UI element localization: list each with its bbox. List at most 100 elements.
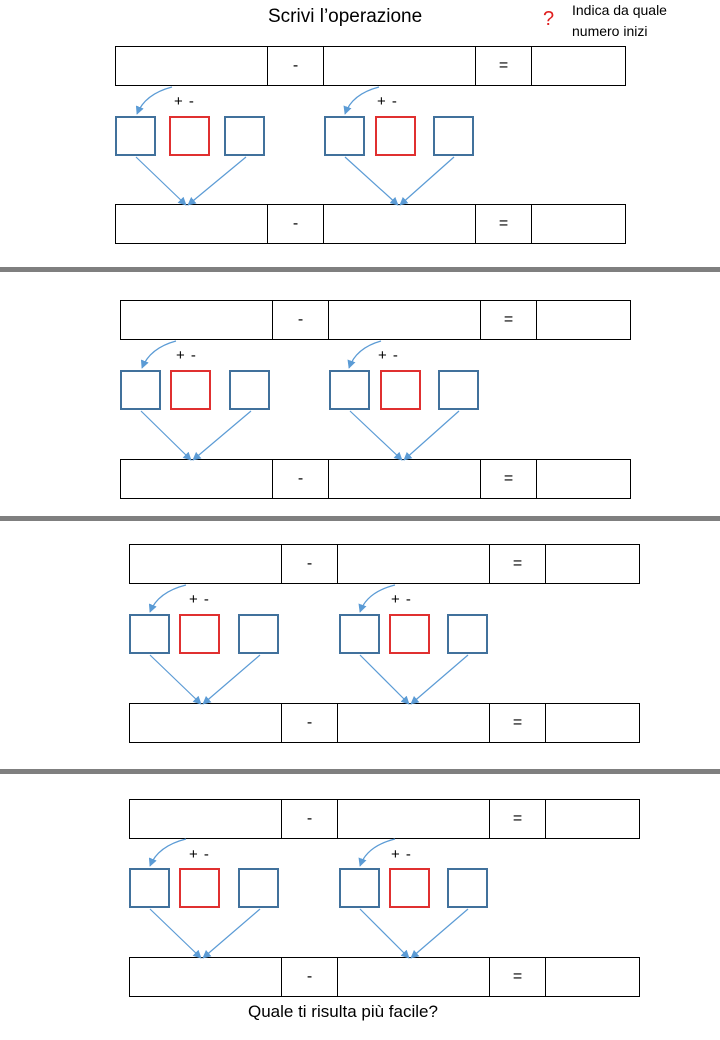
result-field[interactable] [546, 958, 639, 996]
converge-arrow [187, 156, 247, 206]
curved-arrow [343, 86, 380, 115]
bottom-operation-row: - = [115, 204, 626, 244]
section-divider [0, 267, 720, 272]
converge-arrow [192, 410, 252, 461]
top-operation-row: - = [115, 46, 626, 86]
second-number-field[interactable] [338, 800, 490, 838]
bottom-operation-row: - = [129, 957, 640, 997]
plus-minus-label: + - [377, 93, 398, 110]
right-box[interactable] [229, 370, 270, 410]
second-number-field[interactable] [324, 47, 476, 85]
first-number-field[interactable] [116, 205, 268, 243]
middle-box[interactable] [380, 370, 421, 410]
left-box[interactable] [129, 868, 170, 908]
result-field[interactable] [532, 205, 625, 243]
plus-minus-label: + - [391, 846, 412, 863]
equals-sign: = [490, 958, 546, 996]
equals-sign: = [481, 301, 537, 339]
curved-arrow [140, 340, 177, 369]
second-number-field[interactable] [329, 460, 481, 498]
equals-sign: = [490, 545, 546, 583]
right-box[interactable] [238, 868, 279, 908]
converge-arrow [403, 410, 460, 461]
left-box[interactable] [329, 370, 370, 410]
curved-arrow [135, 86, 173, 115]
middle-box[interactable] [375, 116, 416, 156]
converge-arrow [344, 156, 399, 206]
plus-minus-label: + - [176, 347, 197, 364]
minus-sign: - [282, 958, 338, 996]
first-number-field[interactable] [130, 800, 282, 838]
left-box[interactable] [120, 370, 161, 410]
result-field[interactable] [532, 47, 625, 85]
first-number-field[interactable] [116, 47, 268, 85]
section-divider [0, 516, 720, 521]
result-field[interactable] [546, 704, 639, 742]
plus-minus-label: + - [174, 93, 195, 110]
left-box[interactable] [324, 116, 365, 156]
left-box[interactable] [339, 614, 380, 654]
right-box[interactable] [447, 614, 488, 654]
minus-sign: - [268, 47, 324, 85]
minus-sign: - [282, 545, 338, 583]
middle-box[interactable] [169, 116, 210, 156]
plus-minus-label: + - [391, 591, 412, 608]
equals-sign: = [476, 205, 532, 243]
plus-minus-label: + - [189, 591, 210, 608]
middle-box[interactable] [179, 614, 220, 654]
result-field[interactable] [546, 545, 639, 583]
left-box[interactable] [339, 868, 380, 908]
first-number-field[interactable] [130, 545, 282, 583]
first-number-field[interactable] [121, 301, 273, 339]
equals-sign: = [481, 460, 537, 498]
first-number-field[interactable] [121, 460, 273, 498]
result-field[interactable] [537, 460, 630, 498]
middle-box[interactable] [389, 614, 430, 654]
converge-arrow [149, 654, 202, 705]
equals-sign: = [490, 704, 546, 742]
minus-sign: - [282, 704, 338, 742]
equals-sign: = [476, 47, 532, 85]
converge-arrow [410, 908, 469, 959]
converge-arrow [399, 156, 455, 206]
result-field[interactable] [546, 800, 639, 838]
middle-box[interactable] [389, 868, 430, 908]
question-mark-icon: ? [543, 8, 555, 30]
middle-box[interactable] [179, 868, 220, 908]
right-box[interactable] [433, 116, 474, 156]
right-box[interactable] [447, 868, 488, 908]
converge-arrow [149, 908, 202, 959]
result-field[interactable] [537, 301, 630, 339]
bottom-operation-row: - = [129, 703, 640, 743]
hint-text: Indica da quale numero inizi [572, 2, 667, 39]
second-number-field[interactable] [324, 205, 476, 243]
curved-arrow [148, 838, 187, 867]
page-title: Scrivi l’operazione [268, 6, 423, 27]
converge-arrow [202, 908, 261, 959]
second-number-field[interactable] [338, 958, 490, 996]
converge-arrow [349, 410, 403, 461]
second-number-field[interactable] [329, 301, 481, 339]
second-number-field[interactable] [338, 545, 490, 583]
curved-arrow [148, 584, 187, 613]
left-box[interactable] [129, 614, 170, 654]
converge-arrow [202, 654, 261, 705]
first-number-field[interactable] [130, 958, 282, 996]
minus-sign: - [273, 301, 329, 339]
minus-sign: - [273, 460, 329, 498]
plus-minus-label: + - [189, 846, 210, 863]
right-box[interactable] [224, 116, 265, 156]
left-box[interactable] [115, 116, 156, 156]
converge-arrow [359, 654, 410, 705]
equals-sign: = [490, 800, 546, 838]
right-box[interactable] [238, 614, 279, 654]
footer-question: Quale ti risulta più facile? [248, 1002, 438, 1021]
minus-sign: - [268, 205, 324, 243]
bottom-operation-row: - = [120, 459, 631, 499]
second-number-field[interactable] [338, 704, 490, 742]
minus-sign: - [282, 800, 338, 838]
converge-arrow [359, 908, 410, 959]
right-box[interactable] [438, 370, 479, 410]
first-number-field[interactable] [130, 704, 282, 742]
middle-box[interactable] [170, 370, 211, 410]
